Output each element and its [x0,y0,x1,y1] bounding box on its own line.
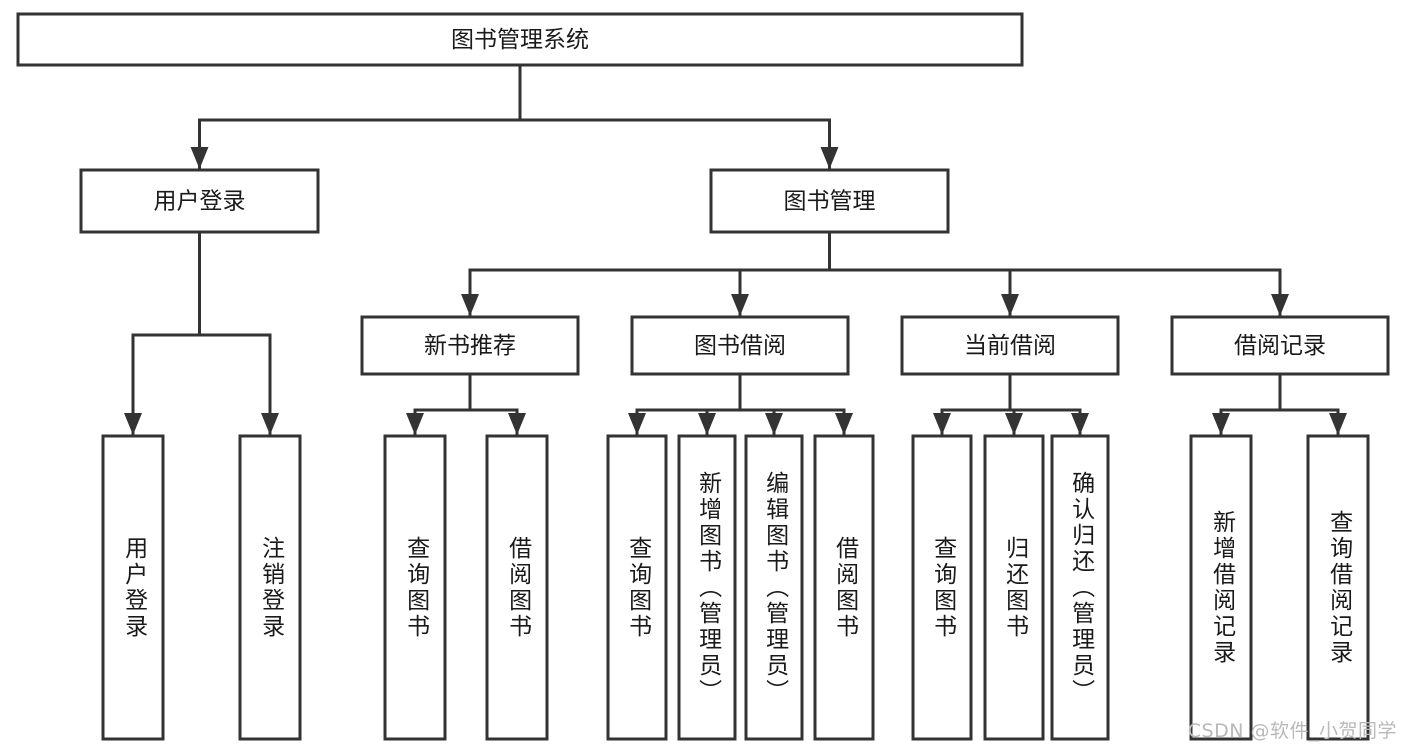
node-level3-1[interactable] [630,315,850,376]
node-level2-1[interactable] [709,168,950,234]
lvl3-1-arrow-0 [628,413,646,435]
leaf-node-4[interactable] [606,434,668,741]
book-mgmt-arrow-2 [1001,294,1019,316]
lvl3-0-arrow-1 [508,413,526,435]
lvl3-2-arrow-2 [1071,413,1089,435]
lvl3-1-arrow-3 [835,413,853,435]
user-login-arrow-1 [261,413,279,435]
book-mgmt-arrow-1 [731,294,749,316]
boxes-layer [16,12,1390,741]
connectors-layer [124,63,1347,436]
leaf-node-12[interactable] [1306,434,1370,741]
node-level3-label-1: 图书借阅 [694,333,786,359]
lvl3-3-arrow-1 [1329,413,1347,435]
lvl3-2-arrow-1 [1005,413,1023,435]
leaf-node-2[interactable] [383,434,447,741]
root-arrow-1 [820,147,839,169]
book-mgmt-arrow-0 [461,294,479,316]
node-level3-3[interactable] [1170,315,1390,376]
leaf-node-9[interactable] [983,434,1045,741]
node-level3-label-0: 新书推荐 [424,333,516,359]
leaf-node-7[interactable] [813,434,875,741]
node-level3-2[interactable] [900,315,1120,376]
user-login-arrow-0 [124,413,142,435]
leaf-node-11[interactable] [1189,434,1253,741]
lvl3-2-arrow-0 [933,413,951,435]
leaf-node-6[interactable] [744,434,804,741]
lvl3-0-arrow-0 [406,413,424,435]
leaf-node-3[interactable] [485,434,549,741]
lvl3-1-arrow-2 [765,413,783,435]
node-level3-label-3: 借阅记录 [1234,333,1326,359]
node-level2-label-0: 用户登录 [154,189,246,215]
node-level2-label-1: 图书管理 [784,189,876,215]
lvl3-1-arrow-1 [698,413,716,435]
leaf-node-8[interactable] [911,434,973,741]
node-level2-0[interactable] [79,168,320,234]
lvl3-3-arrow-0 [1212,413,1230,435]
leaf-node-0[interactable] [101,434,165,741]
node-level3-0[interactable] [360,315,580,376]
book-mgmt-arrow-3 [1271,294,1289,316]
leaf-node-5[interactable] [677,434,737,741]
node-root[interactable] [16,12,1024,67]
node-level3-label-2: 当前借阅 [964,333,1056,359]
leaf-node-10[interactable] [1050,434,1110,741]
watermark-text: CSDN @软件_小贺同学 [1187,720,1397,742]
node-root-label: 图书管理系统 [451,27,589,53]
leaf-node-1[interactable] [238,434,302,741]
root-arrow-0 [190,147,209,169]
